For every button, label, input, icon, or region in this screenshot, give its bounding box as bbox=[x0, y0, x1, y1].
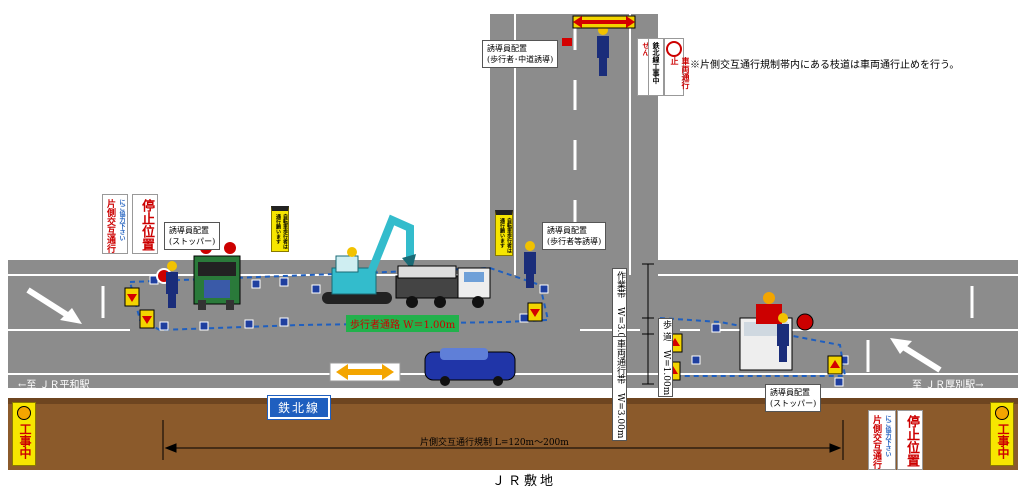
regulation-span bbox=[162, 420, 844, 460]
direction-right: 至 ＪＲ厚別駅→ bbox=[912, 380, 984, 391]
traffic-lane-label: 車両通行帯 W=3.00m bbox=[612, 336, 627, 442]
regulation-length: 片側交互通行規制 L=120m～200m bbox=[420, 438, 569, 448]
stop-position-sign-right: 停止位置 bbox=[897, 410, 923, 470]
excavator bbox=[322, 214, 416, 304]
guide-label-left: 誘導員配置 (ストッパー) bbox=[164, 222, 221, 250]
alternate-arrow bbox=[329, 362, 401, 382]
road-arrow-left bbox=[26, 287, 82, 324]
work-vehicle bbox=[739, 292, 814, 371]
road-arrow-right bbox=[890, 338, 942, 373]
dump-truck bbox=[395, 265, 491, 308]
guide-label-top: 誘導員配置 (歩行者･中道誘導) bbox=[482, 40, 559, 68]
work-zone-barrier bbox=[129, 266, 847, 377]
guide-label-middle: 誘導員配置 (歩行者等誘導) bbox=[542, 222, 607, 250]
stop-position-sign-left: 停止位置 bbox=[132, 194, 158, 254]
passing-car bbox=[424, 348, 516, 386]
signal-generator bbox=[193, 242, 241, 310]
construction-sign-right: 工事中 bbox=[990, 402, 1014, 466]
railway-line-sign: 鉄北線 bbox=[266, 395, 332, 420]
branch-road-note: ※片側交互通行規制帯内にある枝道は車両通行止めを行う。 bbox=[690, 60, 960, 71]
bike-notice-sign-left: 自転車歩行者は通行願います bbox=[271, 206, 289, 252]
direction-left: ←至 ＪＲ平和駅 bbox=[18, 380, 90, 391]
road-closed-sign: 車両通行止 bbox=[664, 38, 690, 96]
sidewalk-label: 歩 道 W=1.00m bbox=[658, 318, 673, 398]
worker-figures bbox=[166, 25, 789, 362]
guide-label-right: 誘導員配置 (ストッパー) bbox=[765, 384, 822, 412]
pedestrian-path-label: 歩行者通路 W＝1.00m bbox=[346, 315, 460, 332]
lane-dimensions bbox=[642, 263, 654, 385]
one-way-sign-right: 片側交互通行 にご協力下さい bbox=[868, 410, 896, 470]
one-way-sign-left: 片側交互通行 にご協力下さい bbox=[102, 194, 128, 254]
construction-sign-left: 工事中 bbox=[12, 402, 36, 466]
side-road-barrier bbox=[562, 15, 636, 46]
rail-ground bbox=[8, 398, 1018, 470]
railway-work-sign: 鉄北線工事中 bbox=[648, 38, 664, 96]
work-zone-label: 作業帯 W=3.00m bbox=[612, 268, 627, 356]
bike-notice-sign-mid: 自転車歩行者は通行願います bbox=[495, 210, 513, 256]
rail-land-label: ＪＲ敷地 bbox=[492, 474, 557, 489]
